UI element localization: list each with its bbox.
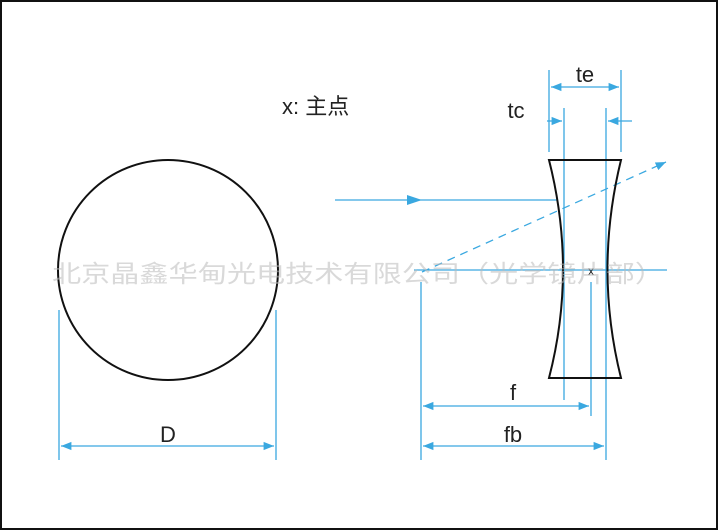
lens-front-view [57,159,279,381]
focal-length-label: f [510,380,517,405]
principal-point-mark: x [588,264,594,278]
edge-thickness-label: te [576,62,594,87]
diameter-dimension [58,310,277,460]
back-focal-length-label: fb [504,422,522,447]
principal-point-legend: x: 主点 [282,94,349,119]
center-thickness-label: tc [507,98,524,123]
incident-ray-arrow [407,195,422,205]
diverging-ray [421,161,667,273]
ray-lines [335,70,667,460]
biconcave-lens [547,159,623,379]
diameter-label: D [160,422,176,447]
watermark: 北京晶鑫华甸光电技术有限公司（光学镜片部） [52,260,664,288]
